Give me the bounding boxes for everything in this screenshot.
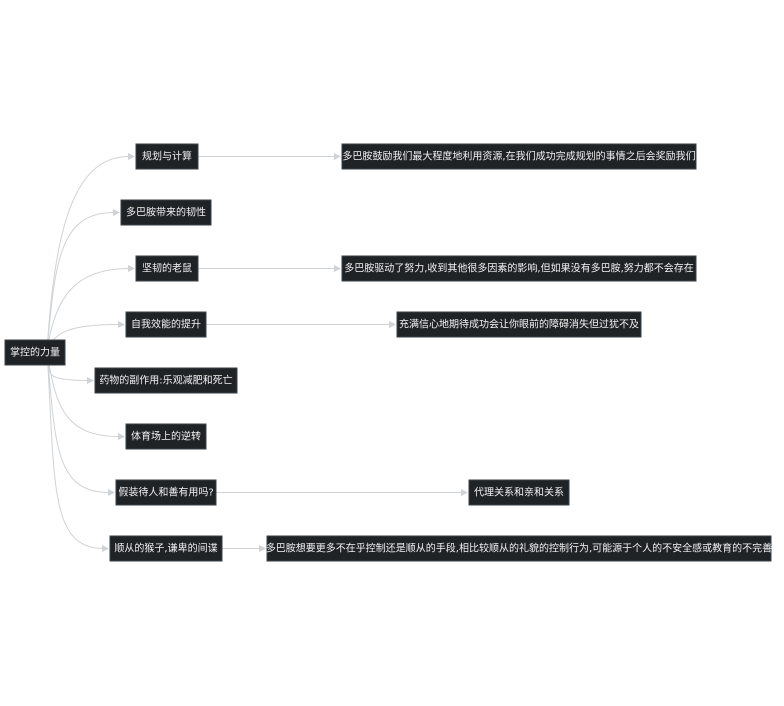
node-b4-box [125, 311, 207, 338]
arrow-root-b3 [128, 265, 135, 272]
node-b6-box [125, 423, 207, 450]
node-b3[interactable]: 坚韧的老鼠 [135, 255, 199, 282]
node-b6[interactable]: 体育场上的逆转 [125, 423, 207, 450]
arrow-b4-detail [389, 321, 396, 328]
node-b1[interactable]: 规划与计算 [135, 143, 199, 170]
arrow-root-b2 [113, 209, 120, 216]
node-b1-box [135, 143, 199, 170]
arrow-root-b6 [118, 433, 125, 440]
node-b7-label: 假装待人和善有用吗? [118, 486, 213, 499]
edge-root-b8 [46, 350, 104, 549]
arrow-b7-detail [461, 489, 468, 496]
node-b4[interactable]: 自我效能的提升 [125, 311, 207, 338]
node-b2-box [120, 199, 212, 226]
node-b7[interactable]: 假装待人和善有用吗? [115, 479, 217, 506]
edge-layer [46, 153, 468, 552]
arrow-root-b5 [87, 377, 94, 384]
node-b5-label: 药物的副作用:乐观减肥和死亡 [99, 374, 232, 387]
arrow-b1-detail [334, 153, 341, 160]
node-b7-box [115, 479, 217, 506]
node-b4-detail-box [396, 311, 642, 338]
node-b8-detail-box [266, 535, 772, 562]
node-b2-label: 多巴胺带来的韧性 [126, 206, 206, 219]
edge-root-b1 [46, 156, 130, 351]
node-b8-label: 顺从的猴子,谦卑的间谍 [114, 542, 217, 555]
edge-root-b7 [46, 350, 110, 493]
node-b8[interactable]: 顺从的猴子,谦卑的间谍 [109, 535, 223, 562]
node-b4-detail[interactable]: 充满信心地期待成功会让你眼前的障碍消失但过犹不及 [396, 311, 642, 338]
node-b4-label: 自我效能的提升 [131, 318, 201, 331]
node-b7-detail-box [468, 479, 570, 506]
node-root-label: 掌控的力量 [10, 346, 60, 359]
node-b8-detail-label: 多巴胺想要更多不在乎控制还是顺从的手段,相比较顺从的礼貌的控制行为,可能源于个人… [266, 542, 772, 555]
arrow-root-b1 [128, 153, 135, 160]
node-layer: 掌控的力量 规划与计算 多巴胺鼓励我们最大程度地利用资源,在我们成功完成规划的事情之… [4, 143, 772, 562]
node-b3-box [135, 255, 199, 282]
node-root-box [4, 339, 66, 366]
node-root[interactable]: 掌控的力量 [4, 339, 66, 366]
node-b7-detail-label: 代理关系和亲和关系 [474, 486, 564, 499]
node-b8-detail[interactable]: 多巴胺想要更多不在乎控制还是顺从的手段,相比较顺从的礼貌的控制行为,可能源于个人… [266, 535, 772, 562]
node-b7-detail[interactable]: 代理关系和亲和关系 [468, 479, 570, 506]
node-b3-detail[interactable]: 多巴胺驱动了努力,收到其他很多因素的影响,但如果没有多巴胺,努力都不会存在 [341, 255, 697, 282]
node-b4-detail-label: 充满信心地期待成功会让你眼前的障碍消失但过犹不及 [399, 318, 639, 331]
node-b3-detail-box [341, 255, 697, 282]
edge-root-b6 [46, 350, 120, 437]
node-b3-detail-label: 多巴胺驱动了努力,收到其他很多因素的影响,但如果没有多巴胺,努力都不会存在 [344, 262, 694, 275]
arrow-root-b8 [102, 545, 109, 552]
node-b6-label: 体育场上的逆转 [131, 430, 201, 443]
node-b5-box [94, 367, 238, 394]
arrow-root-b4 [118, 321, 125, 328]
edge-root-b2 [46, 212, 115, 351]
arrow-b8-detail [259, 545, 266, 552]
edge-root-b3 [46, 268, 130, 351]
node-b8-box [109, 535, 223, 562]
node-b5[interactable]: 药物的副作用:乐观减肥和死亡 [94, 367, 238, 394]
node-b1-detail[interactable]: 多巴胺鼓励我们最大程度地利用资源,在我们成功完成规划的事情之后会奖励我们 [341, 143, 697, 170]
node-b1-detail-label: 多巴胺鼓励我们最大程度地利用资源,在我们成功完成规划的事情之后会奖励我们 [342, 150, 695, 163]
node-b1-detail-box [341, 143, 697, 170]
node-b3-label: 坚韧的老鼠 [142, 262, 192, 275]
node-b1-label: 规划与计算 [142, 150, 192, 163]
arrow-b3-detail [334, 265, 341, 272]
arrow-root-b7 [108, 489, 115, 496]
node-b2[interactable]: 多巴胺带来的韧性 [120, 199, 212, 226]
